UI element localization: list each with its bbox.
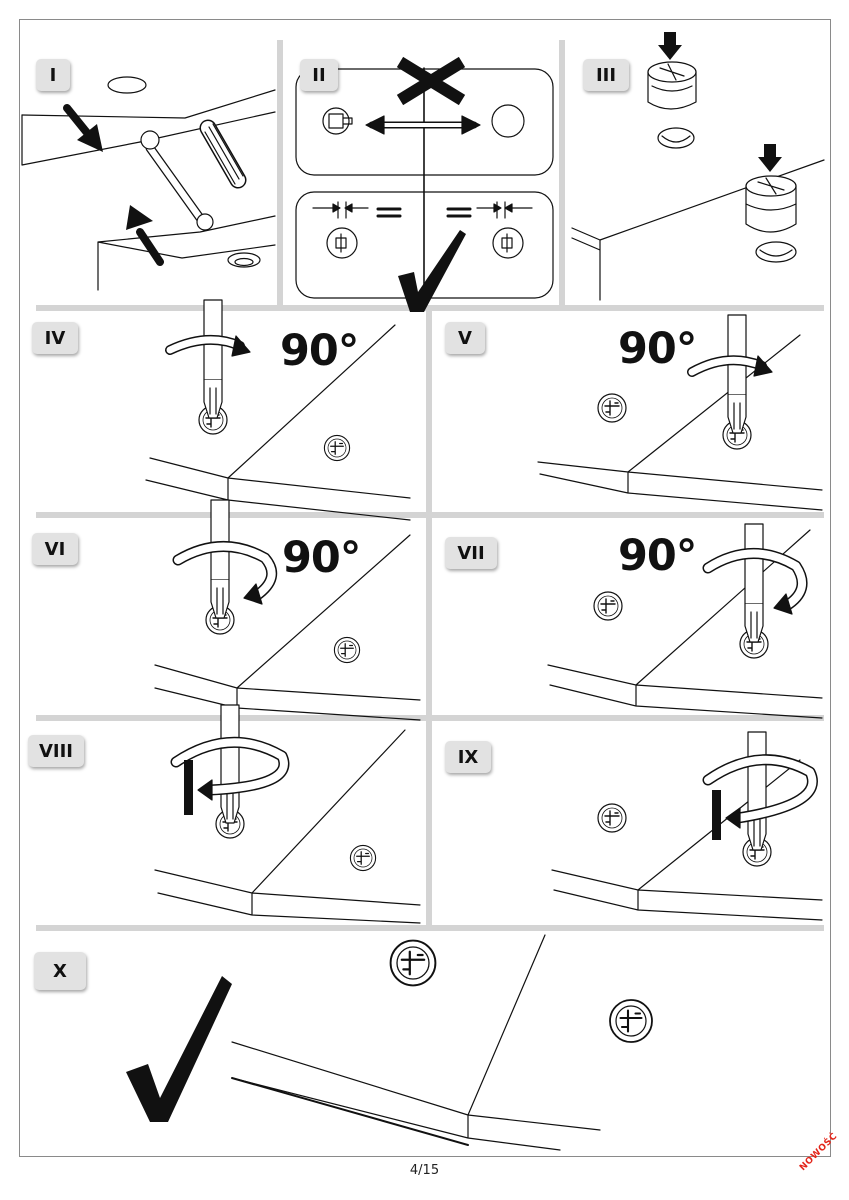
step-label-6: VI [32, 533, 78, 565]
column-separator [426, 311, 432, 925]
step3-drawing [571, 32, 825, 301]
angle-label-step7: 90° [618, 531, 697, 581]
page-number: 4/15 [409, 1163, 440, 1178]
step2-drawing [295, 56, 554, 312]
step-label-3: III [583, 59, 629, 91]
step-label-1: I [36, 59, 70, 91]
step-label-10: X [34, 952, 86, 990]
step10-drawing [126, 934, 654, 1151]
angle-label-step4: 90° [280, 326, 359, 376]
row-separator [36, 305, 824, 311]
step6-drawing [154, 499, 421, 721]
step1-drawing [21, 76, 276, 291]
angle-label-step5: 90° [618, 324, 697, 374]
step-label-5: V [445, 322, 485, 354]
step-label-2: II [300, 59, 338, 91]
step-label-8: VIII [28, 735, 84, 767]
step-label-7: VII [445, 537, 497, 569]
step9-drawing [551, 731, 823, 921]
angle-label-step6: 90° [282, 533, 361, 583]
step7-drawing [547, 523, 823, 719]
step8-drawing [154, 704, 421, 924]
row-separator [36, 925, 824, 931]
step-label-9: IX [445, 741, 491, 773]
column-separator [277, 40, 283, 305]
column-separator [559, 40, 565, 305]
step-label-4: IV [32, 322, 78, 354]
step5-drawing [537, 314, 823, 511]
step4-drawing [145, 299, 411, 521]
page-frame [19, 19, 831, 1157]
